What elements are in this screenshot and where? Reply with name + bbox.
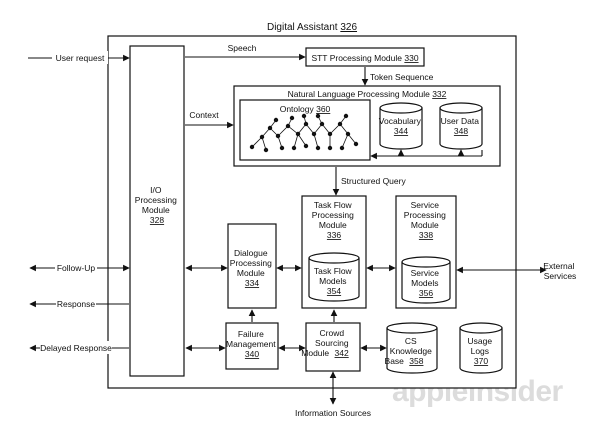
stt-module-label: STT Processing Module 330 xyxy=(311,53,418,63)
user-request-label: User request xyxy=(56,53,105,63)
delayed-response-label: Delayed Response xyxy=(40,343,112,353)
service-module-label: Service Processing Module 338 xyxy=(404,200,448,240)
ontology-label: Ontology 360 xyxy=(280,104,331,114)
user-request-bg xyxy=(52,51,108,64)
task-flow-models-label: Task Flow Models 354 xyxy=(314,266,354,296)
failure-management-label: Failure Management 340 xyxy=(226,329,278,359)
structured-query-label: Structured Query xyxy=(341,176,406,186)
service-models-label: Service Models 356 xyxy=(411,268,442,298)
task-flow-models-database xyxy=(308,252,360,302)
digital-assistant-title: Digital Assistant 326 xyxy=(267,22,357,33)
follow-up-label: Follow-Up xyxy=(57,263,96,273)
service-models-database xyxy=(401,256,451,304)
response-bg xyxy=(56,297,96,310)
ontology-box xyxy=(239,99,371,161)
context-label: Context xyxy=(189,110,219,120)
dialogue-processing-module xyxy=(227,223,277,309)
crowd-sourcing-module xyxy=(305,322,361,372)
follow-up-bg xyxy=(55,261,97,274)
cs-knowledge-base-database xyxy=(386,322,438,374)
speech-label: Speech xyxy=(228,43,257,53)
delayed-response-bg xyxy=(40,341,112,354)
ontology-graph-icon xyxy=(249,113,359,153)
user-data-label: User Data 348 xyxy=(441,116,482,136)
token-sequence-label: Token Sequence xyxy=(370,72,434,82)
failure-management-module xyxy=(225,322,279,370)
vocabulary-database xyxy=(379,102,423,150)
nlp-module-label: Natural Language Processing Module 332 xyxy=(288,89,447,99)
vocabulary-label: Vocabulary 344 xyxy=(379,116,423,136)
crowd-sourcing-label: Crowd Sourcing Module 342 xyxy=(301,328,351,358)
cs-knowledge-base-label: CS Knowledge Base 358 xyxy=(385,336,435,366)
dialogue-module-label: Dialogue Processing Module 334 xyxy=(230,248,274,288)
usage-logs-label: Usage Logs 370 xyxy=(468,336,495,366)
external-services-label: External Services xyxy=(543,261,577,281)
usage-logs-database xyxy=(459,322,503,374)
task-flow-module-label: Task Flow Processing Module 336 xyxy=(312,200,356,240)
response-label: Response xyxy=(57,299,96,309)
io-processing-module xyxy=(129,45,185,377)
stt-processing-module xyxy=(305,47,425,67)
io-module-label: I/O Processing Module 328 xyxy=(135,185,179,225)
user-data-database xyxy=(439,102,483,150)
information-sources-label: Information Sources xyxy=(295,408,371,418)
